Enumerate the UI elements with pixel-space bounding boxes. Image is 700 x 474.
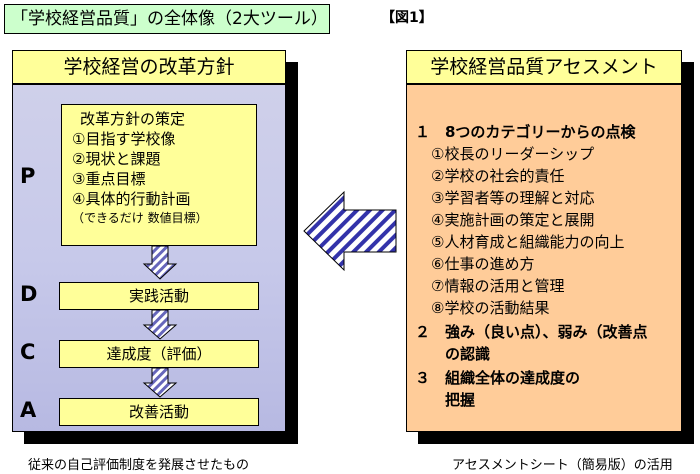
plan-heading: 改革方針の策定 — [80, 110, 186, 128]
right-panel-heading: 学校経営品質アセスメント — [406, 50, 682, 84]
pdca-letter-c: C — [20, 340, 36, 364]
left-caption: 従来の自己評価制度を発展させたもの — [28, 458, 250, 473]
pdca-letter-a: A — [20, 398, 37, 422]
pdca-letter-d: D — [20, 282, 38, 306]
category-item: ③学習者等の理解と対応 — [431, 189, 595, 207]
category-item: ⑧学校の活動結果 — [431, 299, 550, 317]
plan-item: ④具体的行動計画 — [72, 190, 191, 208]
category-item: ②学校の社会的責任 — [431, 167, 565, 185]
right-caption: アセスメントシート（簡易版）の活用 — [452, 458, 673, 473]
diagram-title: 「学校経営品質」の全体像（2大ツール） — [4, 4, 330, 34]
category-item: ⑥仕事の進め方 — [431, 255, 535, 273]
category-item: ⑤人材育成と組織能力の向上 — [431, 233, 625, 251]
down-arrow-icon — [142, 246, 178, 280]
plan-item: ①目指す学校像 — [72, 130, 176, 148]
category-item: ⑦情報の活用と管理 — [431, 277, 565, 295]
step-evaluation: 達成度（評価） — [59, 340, 259, 368]
category-item: ①校長のリーダーシップ — [431, 145, 595, 163]
section-categories: １ 8つのカテゴリーからの点検 — [415, 123, 636, 141]
left-arrow-icon — [303, 190, 397, 272]
step-practice: 実践活動 — [59, 282, 259, 310]
plan-note: （できるだけ 数値目標） — [72, 211, 208, 225]
right-panel-body: １ 8つのカテゴリーからの点検 ①校長のリーダーシップ ②学校の社会的責任 ③学… — [406, 84, 682, 432]
step-improvement: 改善活動 — [59, 398, 259, 426]
figure-label: 【図1】 — [381, 10, 433, 26]
down-arrow-icon — [142, 310, 178, 340]
down-arrow-icon — [142, 368, 178, 398]
plan-item: ②現状と課題 — [72, 150, 161, 168]
section-achievement: ３ 組織全体の達成度の — [415, 369, 581, 387]
section-achievement-cont: 把握 — [445, 391, 476, 409]
category-item: ④実施計画の策定と展開 — [431, 211, 595, 229]
pdca-letter-p: P — [20, 164, 36, 188]
plan-item: ③重点目標 — [72, 170, 146, 188]
section-strengths-cont: の認識 — [445, 345, 491, 363]
plan-box: 改革方針の策定 ①目指す学校像 ②現状と課題 ③重点目標 ④具体的行動計画 （で… — [61, 104, 257, 246]
section-strengths: ２ 強み（良い点）、弱み（改善点 — [415, 323, 648, 341]
left-panel-heading: 学校経営の改革方針 — [12, 50, 286, 84]
